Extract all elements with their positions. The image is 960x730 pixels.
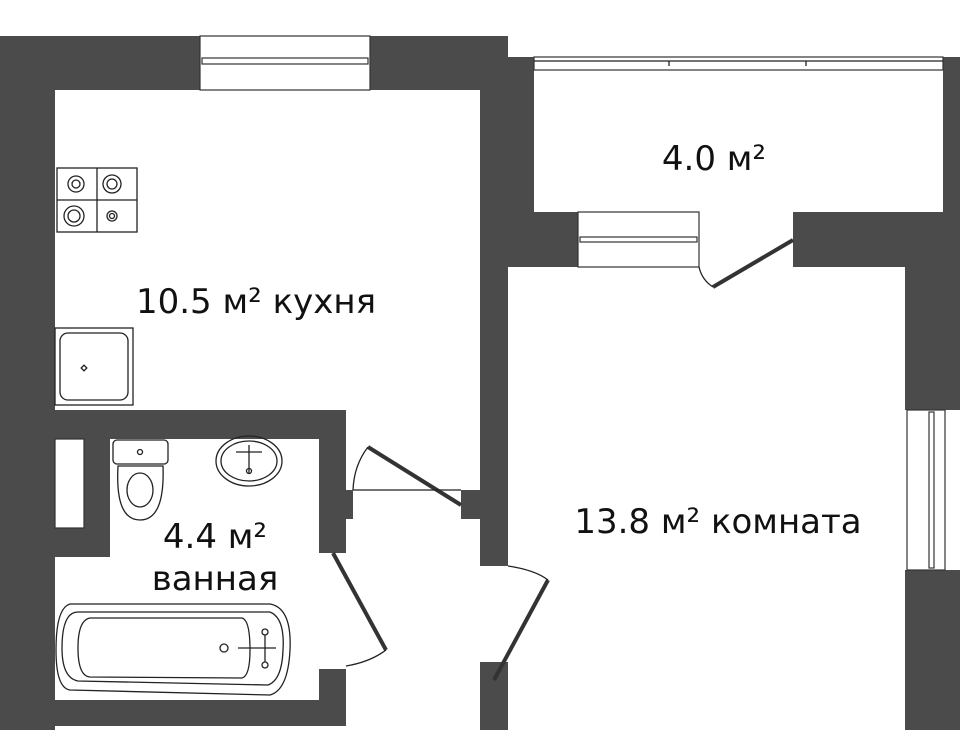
fixtures <box>54 167 291 696</box>
wall-door-post-bath <box>346 490 353 519</box>
balcony-label: 4.0 м² <box>662 139 766 179</box>
kitchen-label: 10.5 м² кухня <box>136 282 376 322</box>
window-kitchen <box>199 35 371 91</box>
wall-bath-bottom <box>55 700 346 726</box>
wall-door-post-kitchen <box>461 490 480 519</box>
doors <box>331 238 795 681</box>
bathroom-name-label: ванная <box>152 559 279 599</box>
windows <box>54 35 946 571</box>
wall-kitchen-right <box>480 36 508 566</box>
toilet-icon <box>112 439 169 521</box>
door-kitchen[interactable] <box>352 445 463 507</box>
bathroom-area-label: 4.4 м² <box>163 517 267 557</box>
wall-left-outer <box>0 36 55 730</box>
window-room <box>906 409 946 571</box>
bathtub-icon <box>55 603 291 696</box>
wall-balcony-right <box>943 57 960 217</box>
wall-bath-top <box>55 410 346 439</box>
room-labels: 10.5 м² кухня 4.0 м² 13.8 м² комната 4.4… <box>136 139 862 599</box>
door-balcony[interactable] <box>698 238 795 289</box>
door-room[interactable] <box>492 565 550 681</box>
wall-bath-right-lower <box>319 669 346 700</box>
niche <box>54 438 85 529</box>
wall-bath-inner-bottom <box>55 528 110 557</box>
wall-balcony-bottom-left <box>508 212 578 267</box>
wall-room-left-lower <box>480 662 508 730</box>
wall-bath-right-upper <box>319 439 346 553</box>
window-balcony-door <box>577 211 700 268</box>
stove-icon <box>56 167 138 233</box>
room-label: 13.8 м² комната <box>574 502 861 542</box>
wall-top-left <box>0 36 200 90</box>
door-bathroom[interactable] <box>331 552 388 667</box>
kitchen-sink-icon <box>54 327 134 406</box>
window-balcony <box>533 56 944 71</box>
wall-room-right-lower <box>905 570 960 730</box>
washbasin-icon <box>215 435 283 487</box>
walls <box>0 36 960 730</box>
wall-room-right-upper <box>905 212 960 410</box>
